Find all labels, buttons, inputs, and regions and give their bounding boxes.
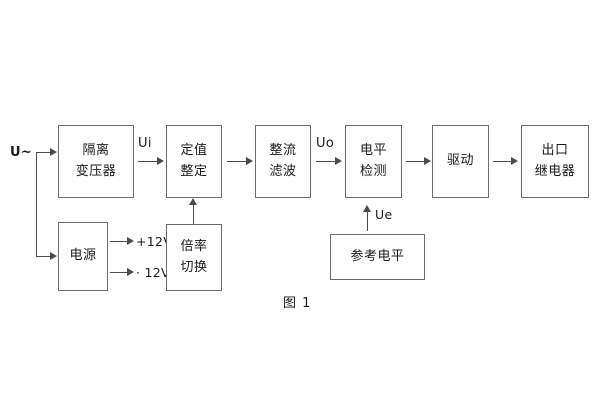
block-multiplier-switch-line2: 切换	[180, 259, 208, 275]
block-setting-value[interactable]: 定值 整定	[166, 125, 222, 198]
reference-to-level-wire	[367, 210, 369, 231]
supply-positive-label: +12V	[136, 234, 173, 249]
setting-to-rectify-arrowhead	[246, 157, 253, 165]
input-to-transformer-wire	[36, 152, 52, 154]
block-rectify-filter-line2: 滤波	[269, 163, 297, 179]
power-positive-wire	[110, 241, 129, 243]
transformer-to-setting-arrowhead	[157, 157, 164, 165]
signal-ui-label: Ui	[138, 136, 152, 151]
block-drive[interactable]: 驱动	[432, 125, 489, 198]
level-to-drive-arrowhead	[424, 157, 431, 165]
reference-to-level-arrowhead	[363, 205, 371, 212]
setting-to-rectify-wire	[227, 161, 248, 163]
signal-ue-label: Ue	[375, 207, 393, 222]
block-level-detect-line1: 电平	[359, 143, 387, 159]
figure-caption: 图 1	[283, 296, 312, 311]
input-to-transformer-arrowhead	[50, 148, 57, 156]
block-reference-level[interactable]: 参考电平	[330, 234, 425, 280]
block-multiplier-switch-line1: 倍率	[180, 239, 208, 255]
input-bus-vertical-wire	[36, 152, 38, 257]
supply-negative-label: · 12V	[136, 265, 170, 280]
block-level-detect-line2: 检测	[359, 163, 387, 179]
rectify-to-level-wire	[316, 161, 337, 163]
block-output-relay[interactable]: 出口 继电器	[521, 125, 589, 198]
block-drive-line1: 驱动	[446, 153, 474, 169]
transformer-to-setting-wire	[138, 161, 159, 163]
input-to-power-wire	[36, 256, 52, 258]
block-isolation-transformer-line2: 变压器	[75, 163, 117, 179]
multiplier-to-setting-wire	[193, 203, 195, 224]
multiplier-to-setting-arrowhead	[189, 198, 197, 205]
rectify-to-level-arrowhead	[335, 157, 342, 165]
block-setting-value-line1: 定值	[180, 143, 208, 159]
block-power-supply-line1: 电源	[69, 248, 97, 264]
block-isolation-transformer-line1: 隔离	[82, 143, 110, 159]
block-power-supply[interactable]: 电源	[58, 222, 108, 291]
block-setting-value-line2: 整定	[180, 163, 208, 179]
block-isolation-transformer[interactable]: 隔离 变压器	[58, 125, 134, 198]
level-to-drive-wire	[406, 161, 427, 163]
power-positive-arrowhead	[127, 237, 134, 245]
drive-to-relay-arrowhead	[511, 157, 518, 165]
block-reference-level-line1: 参考电平	[350, 248, 405, 264]
block-rectify-filter[interactable]: 整流 滤波	[255, 125, 311, 198]
block-multiplier-switch[interactable]: 倍率 切换	[166, 224, 222, 291]
power-negative-arrowhead	[127, 268, 134, 276]
power-negative-wire	[110, 272, 129, 274]
drive-to-relay-wire	[493, 161, 514, 163]
input-source-label: U~	[10, 145, 33, 160]
block-output-relay-line2: 继电器	[534, 163, 576, 179]
block-output-relay-line1: 出口	[541, 143, 569, 159]
signal-uo-label: Uo	[316, 136, 335, 151]
block-level-detect[interactable]: 电平 检测	[345, 125, 402, 198]
block-rectify-filter-line1: 整流	[269, 143, 297, 159]
input-to-power-arrowhead	[50, 252, 57, 260]
